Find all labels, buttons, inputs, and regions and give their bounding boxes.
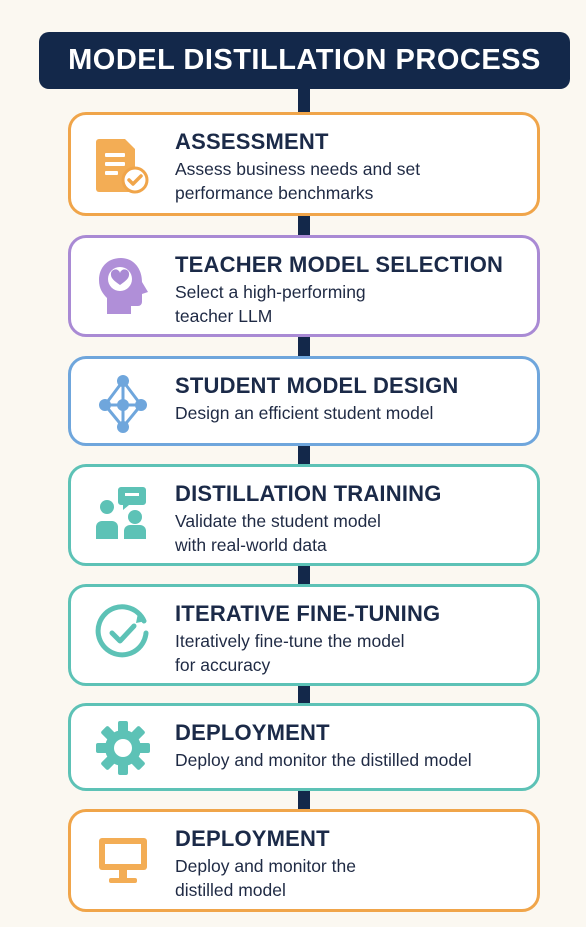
step-iterative-fine-tuning: ITERATIVE FINE-TUNING Iteratively fine-t… (68, 584, 540, 686)
step-assessment: ASSESSMENT Assess business needs and set… (68, 112, 540, 216)
step-deployment-2: DEPLOYMENT Deploy and monitor the distil… (68, 809, 540, 912)
step-description: Assess business needs and set performanc… (175, 159, 421, 203)
step-title: ITERATIVE FINE-TUNING (175, 601, 441, 626)
monitor-icon (99, 838, 147, 883)
step-description: Select a high-performing teacher LLM (175, 282, 366, 326)
step-title: DEPLOYMENT (175, 826, 330, 851)
step-description: Deploy and monitor the distilled model (175, 856, 356, 900)
step-deployment: DEPLOYMENT Deploy and monitor the distil… (68, 703, 540, 791)
step-description: Validate the student model with real-wor… (175, 511, 381, 555)
people-chat-icon (96, 487, 146, 539)
step-description: Deploy and monitor the distilled model (175, 750, 472, 770)
step-description: Iteratively fine-tune the model for accu… (175, 631, 405, 675)
step-title: STUDENT MODEL DESIGN (175, 373, 459, 398)
step-description: Design an efficient student model (175, 403, 434, 423)
step-title: DEPLOYMENT (175, 720, 330, 745)
step-teacher-model-selection: TEACHER MODEL SELECTION Select a high-pe… (68, 235, 540, 337)
page-title: MODEL DISTILLATION PROCESS (68, 44, 541, 76)
step-title: DISTILLATION TRAINING (175, 481, 442, 506)
document-check-icon (96, 139, 149, 194)
title-banner: MODEL DISTILLATION PROCESS (39, 32, 570, 89)
head-brain-icon (99, 258, 148, 314)
step-title: ASSESSMENT (175, 129, 329, 154)
step-student-model-design: STUDENT MODEL DESIGN Design an efficient… (68, 356, 540, 446)
step-distillation-training: DISTILLATION TRAINING Validate the stude… (68, 464, 540, 566)
gear-icon (96, 721, 150, 775)
network-graph-icon (99, 375, 147, 433)
circular-check-icon (95, 604, 149, 658)
step-title: TEACHER MODEL SELECTION (175, 252, 504, 277)
